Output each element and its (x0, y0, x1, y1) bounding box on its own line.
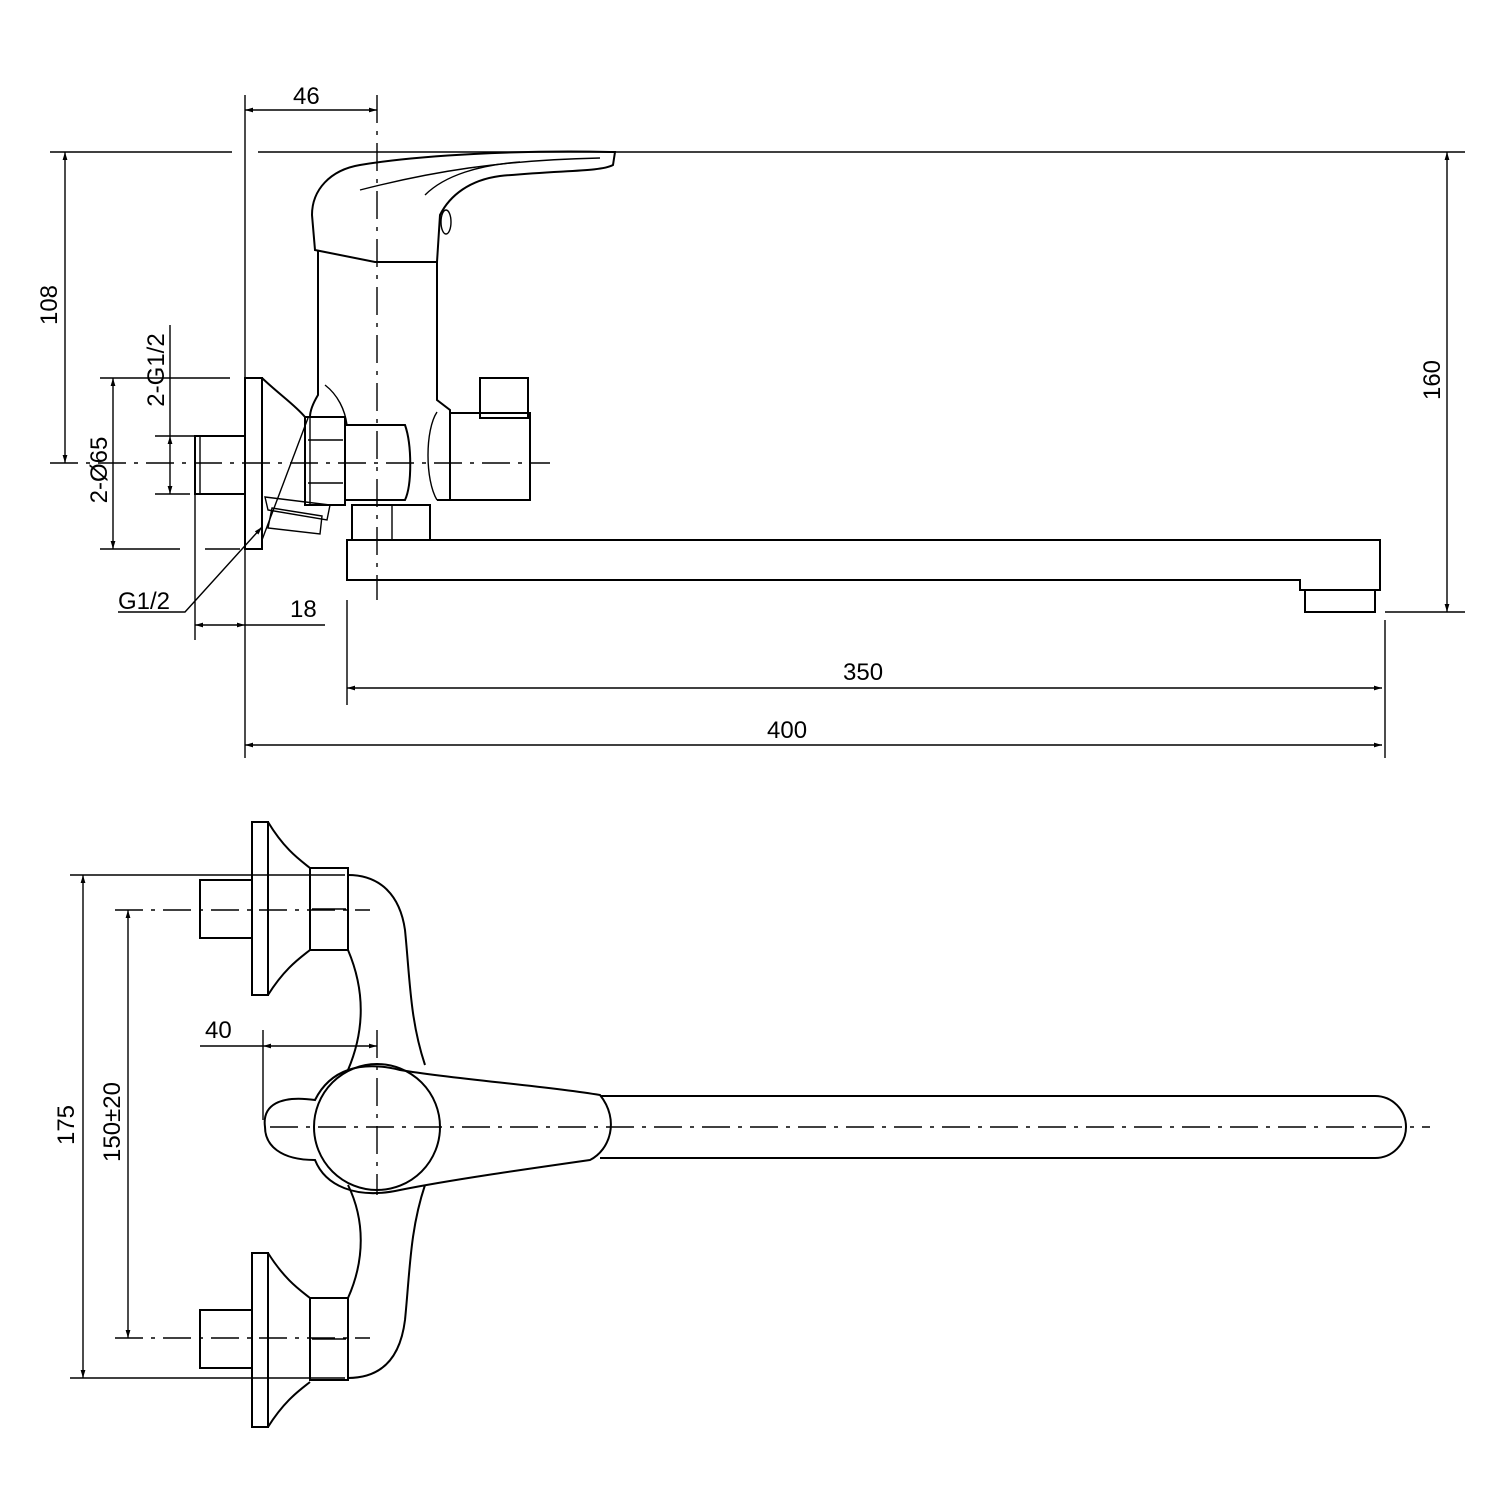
g12-label: G1/2 (118, 588, 171, 615)
dim-2-d65-label: 2-Ø65 (86, 436, 113, 504)
dim-175-label: 175 (53, 1104, 80, 1146)
dim-40-label: 40 (205, 1017, 232, 1044)
front-view (50, 95, 1465, 758)
dim-160-label: 160 (1419, 359, 1446, 401)
dim-2-g12-label: 2-G1/2 (143, 333, 170, 407)
top-view (70, 821, 1430, 1428)
dim-18-label: 18 (290, 596, 317, 623)
dim-350-label: 350 (843, 659, 884, 686)
dim-46-label: 46 (293, 83, 320, 110)
dim-400-label: 400 (767, 717, 808, 744)
dim-108-label: 108 (36, 284, 63, 326)
dim-150-label: 150±20 (99, 1082, 126, 1162)
